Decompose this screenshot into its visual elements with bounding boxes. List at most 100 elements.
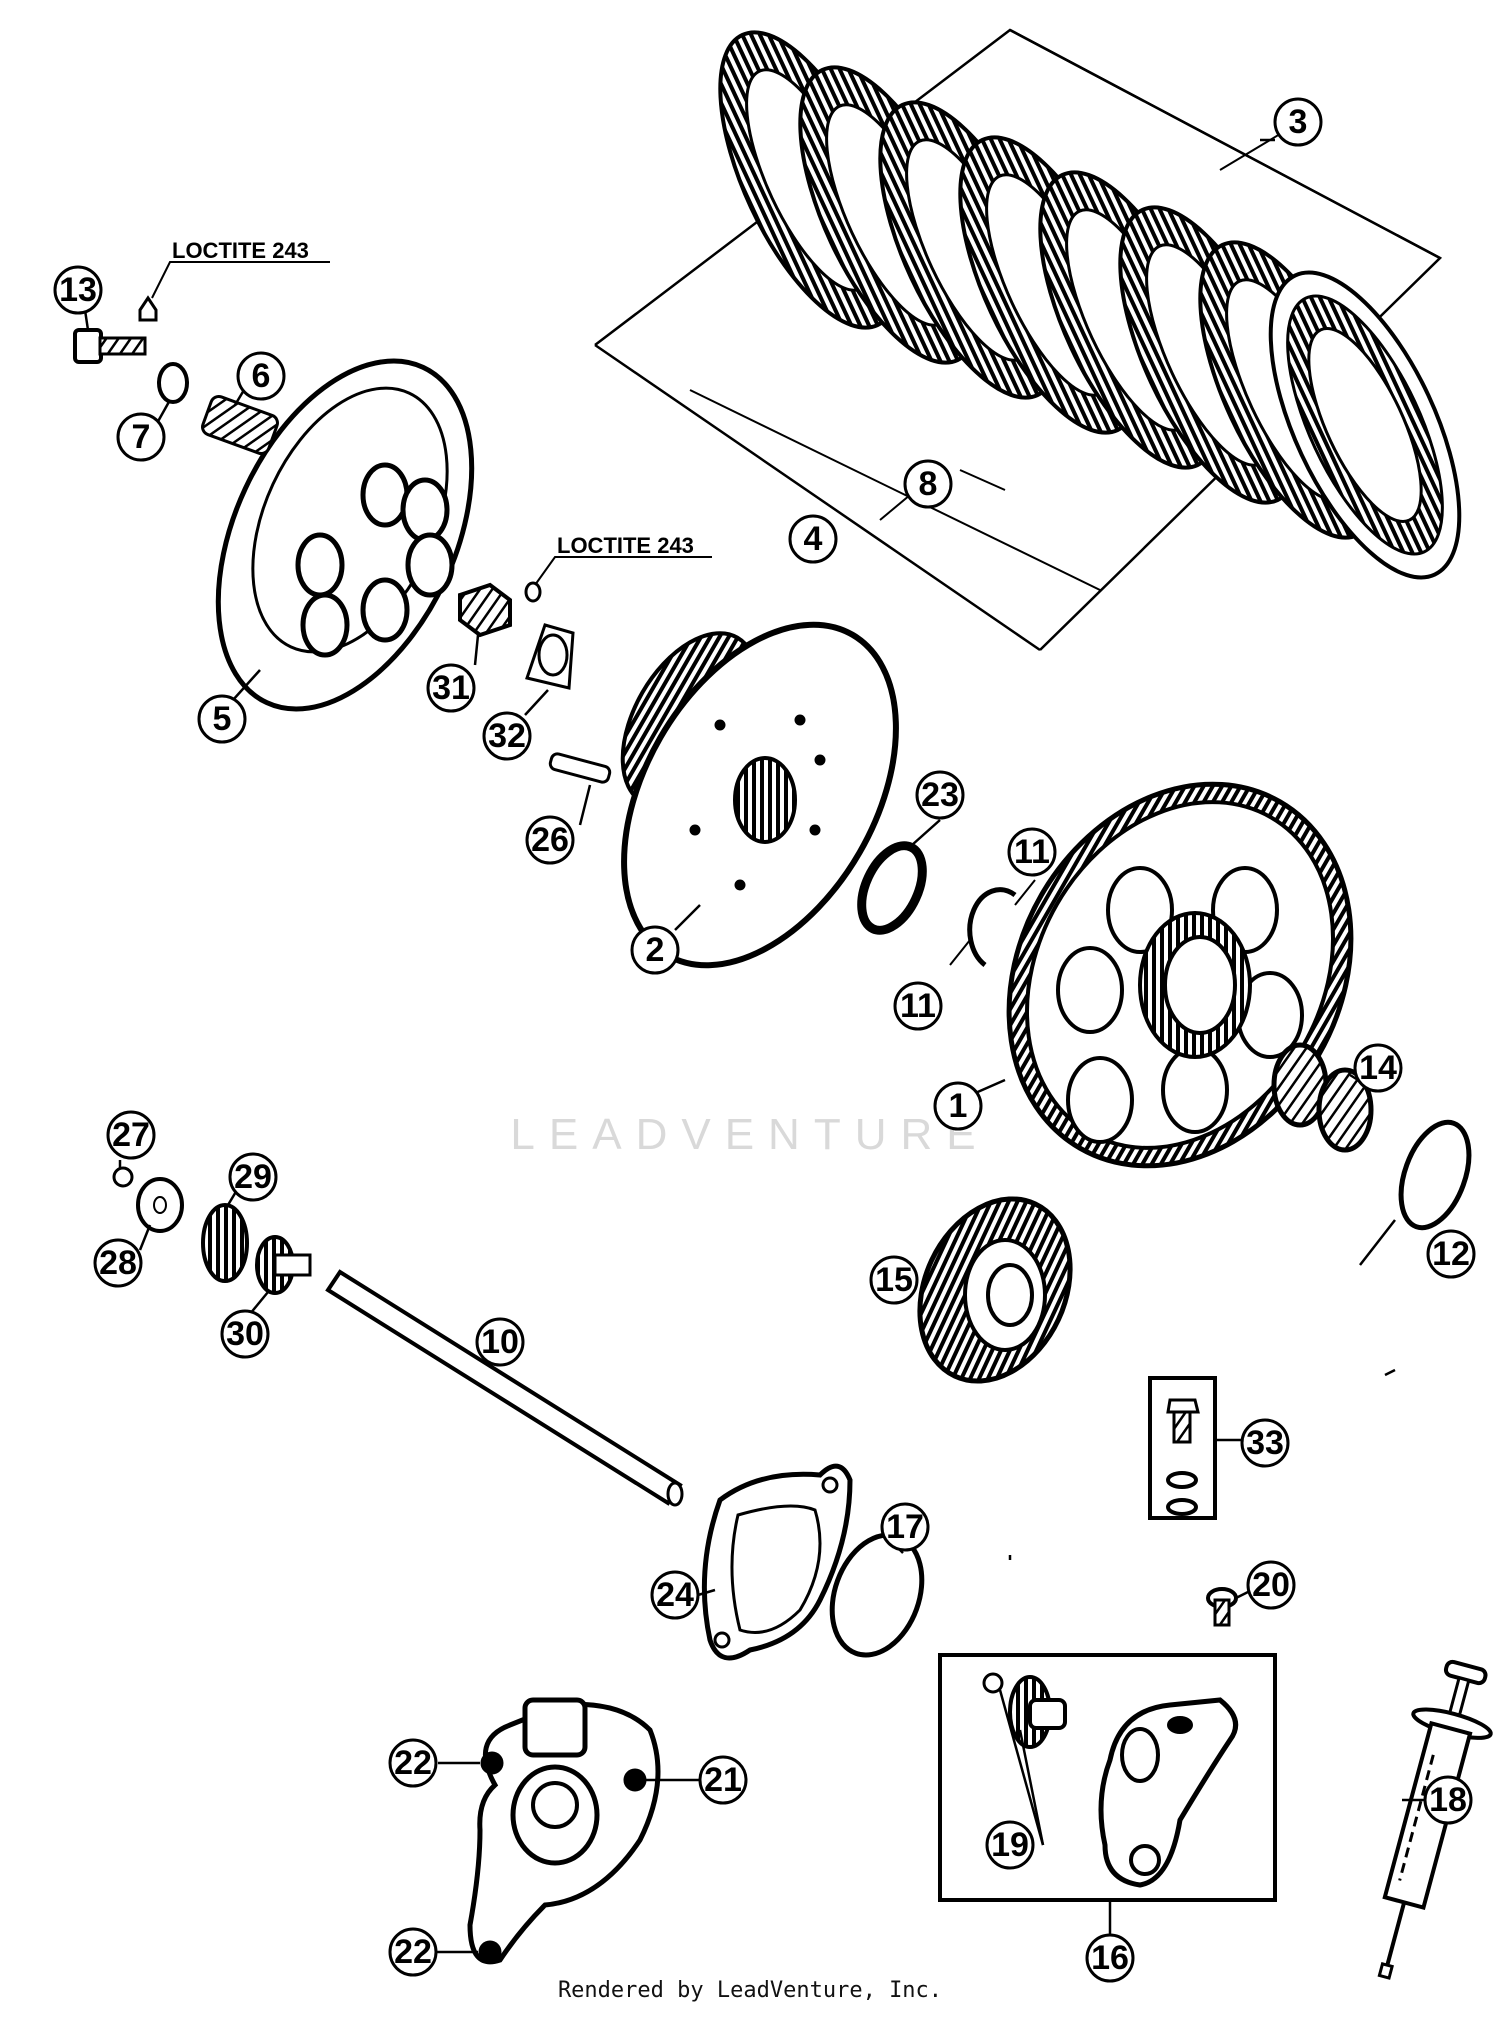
piston [1008, 1675, 1067, 1749]
callout-3: 3 [1273, 97, 1323, 147]
loctite-leaders [151, 261, 712, 586]
callout-13: 13 [53, 265, 103, 315]
svg-text:8: 8 [919, 465, 938, 503]
svg-text:26: 26 [531, 821, 569, 859]
plate-box-inner-line [689, 389, 1101, 591]
inner-clutch-hub [620, 621, 899, 969]
svg-text:24: 24 [656, 1576, 694, 1614]
callout-27: 27 [106, 1110, 156, 1160]
callout-29: 29 [228, 1152, 278, 1202]
callout-30: 30 [220, 1309, 270, 1359]
svg-text:33: 33 [1246, 1424, 1284, 1462]
svg-text:22: 22 [394, 1744, 432, 1782]
outer-clutch-basket [1006, 781, 1354, 1169]
lock-washer [525, 623, 575, 690]
push-rod-assembly [112, 1166, 684, 1507]
callout-28: 28 [93, 1238, 143, 1288]
svg-text:22: 22 [394, 1933, 432, 1971]
svg-text:28: 28 [99, 1244, 137, 1282]
svg-text:10: 10 [481, 1323, 519, 1361]
svg-text:32: 32 [488, 717, 526, 755]
push-rod [325, 1269, 684, 1507]
circlip [949, 879, 1036, 967]
slave-cylinder-gasket [701, 1463, 853, 1661]
callout-31: 31 [426, 663, 476, 713]
bearing-washer [1398, 1119, 1472, 1231]
callout-16: 16 [1085, 1933, 1135, 1983]
callout-7: 7 [116, 412, 166, 462]
callout-11-upper: 11 [1007, 827, 1057, 877]
svg-text:20: 20 [1252, 1566, 1290, 1604]
callout-33: 33 [1240, 1418, 1290, 1468]
push-pin [548, 752, 612, 784]
svg-text:21: 21 [704, 1761, 742, 1799]
footer-credit: Rendered by LeadVenture, Inc. [557, 1978, 943, 2003]
svg-text:29: 29 [234, 1158, 272, 1196]
grease-syringe [1377, 1659, 1493, 1980]
callout-10: 10 [475, 1317, 525, 1367]
callout-6: 6 [236, 351, 286, 401]
callout-18: 18 [1423, 1775, 1473, 1825]
svg-text:3: 3 [1289, 103, 1308, 141]
svg-text:13: 13 [59, 271, 97, 309]
svg-text:12: 12 [1432, 1235, 1470, 1273]
bleeder-screw [1206, 1587, 1238, 1627]
banjo-bolt-kit [1148, 1376, 1217, 1520]
svg-text:14: 14 [1359, 1049, 1397, 1087]
callout-21: 21 [698, 1755, 748, 1805]
callout-1: 1 [933, 1081, 983, 1131]
callout-14: 14 [1353, 1043, 1403, 1093]
callout-22-lower: 22 [388, 1927, 438, 1977]
loctite-note-bolt: LOCTITE 243 [172, 238, 309, 263]
watermark-text: LEADVENTURE [510, 1110, 990, 1159]
svg-text:30: 30 [226, 1315, 264, 1353]
clutch-spring [201, 394, 279, 456]
callout-19: 19 [985, 1820, 1035, 1870]
clutch-nut [458, 582, 512, 638]
friction-plates [718, 30, 1462, 580]
slave-cylinder-cover [467, 1697, 661, 1965]
callout-8: 8 [903, 459, 953, 509]
svg-text:6: 6 [252, 357, 271, 395]
svg-text:1: 1 [949, 1087, 968, 1125]
clutch-plate-stack [594, 28, 1462, 652]
thrust-bearing [201, 1203, 249, 1283]
needle-bearings [1271, 1042, 1374, 1153]
loctite-drop [138, 295, 158, 322]
callout-26-upper: 26 [525, 815, 575, 865]
callout-11-lower: 11 [893, 981, 943, 1031]
clutch-bolt [73, 328, 147, 364]
svg-text:4: 4 [804, 520, 823, 558]
kickstart-gear [917, 1196, 1073, 1384]
slave-cylinder-body [1098, 1697, 1239, 1888]
svg-text:5: 5 [213, 700, 232, 738]
svg-text:11: 11 [1014, 833, 1050, 871]
svg-text:27: 27 [112, 1116, 150, 1154]
callout-4: 4 [788, 514, 838, 564]
svg-text:23: 23 [921, 776, 959, 814]
callout-17: 17 [880, 1502, 930, 1552]
loctite-note-nut: LOCTITE 243 [557, 533, 694, 558]
small-ball [112, 1166, 134, 1188]
callout-15: 15 [869, 1255, 919, 1305]
pressure-plate-assembly [73, 295, 612, 784]
svg-text:17: 17 [886, 1508, 924, 1546]
spring-washer [157, 362, 189, 404]
svg-text:16: 16 [1091, 1939, 1129, 1977]
svg-text:7: 7 [132, 418, 151, 456]
svg-text:18: 18 [1429, 1781, 1467, 1819]
thrust-washer [857, 841, 927, 935]
push-piece [255, 1235, 312, 1295]
callout-2: 2 [630, 925, 680, 975]
svg-text:31: 31 [432, 669, 470, 707]
callout-24: 24 [650, 1570, 700, 1620]
callout-23: 23 [915, 770, 965, 820]
callout-32: 32 [482, 711, 532, 761]
callout-12: 12 [1426, 1229, 1476, 1279]
callout-5: 5 [197, 694, 247, 744]
svg-text:2: 2 [646, 931, 665, 969]
callouts: 3 13 6 7 8 4 31 5 32 23 11 26 2 11 14 1 … [53, 97, 1476, 1983]
svg-text:15: 15 [875, 1261, 913, 1299]
callout-22-upper: 22 [388, 1738, 438, 1788]
